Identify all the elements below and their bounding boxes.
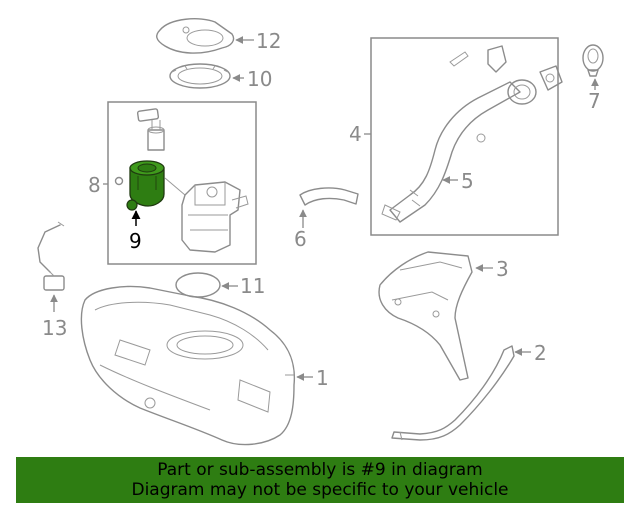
callout-12: 12 [256, 29, 281, 53]
part-11-gasket [175, 272, 221, 298]
part-9-fuel-filter [126, 160, 165, 211]
callout-10: 10 [247, 67, 272, 91]
part-6-hose [299, 187, 359, 206]
part-12-cover-plate [156, 18, 235, 54]
part-3-protector [378, 251, 473, 381]
part-10-retainer-ring [169, 63, 231, 89]
part-5-filler-pipe [381, 45, 563, 223]
part-8-assembly-box [107, 101, 257, 265]
part-7-fuel-cap [582, 44, 604, 77]
callout-11: 11 [240, 274, 265, 298]
callout-5: 5 [461, 169, 474, 193]
callout-8: 8 [88, 173, 101, 197]
callout-7: 7 [588, 89, 601, 113]
parts-diagram: 12 10 8 9 11 [37, 18, 604, 446]
info-banner: Part or sub-assembly is #9 in diagram Di… [16, 457, 624, 503]
part-8-pump-module [114, 108, 249, 253]
part-13-sensor-wire [37, 221, 65, 291]
callout-2: 2 [534, 341, 547, 365]
banner-line-2: Diagram may not be specific to your vehi… [131, 480, 509, 500]
callout-6: 6 [294, 227, 307, 251]
callout-13: 13 [42, 316, 67, 340]
part-2-tank-band [391, 345, 515, 441]
banner-line-1: Part or sub-assembly is #9 in diagram [157, 460, 483, 480]
callout-3: 3 [496, 257, 509, 281]
callout-4: 4 [349, 122, 362, 146]
part-1-fuel-tank [80, 285, 296, 446]
part-4-assembly-box [370, 37, 559, 236]
callout-1: 1 [316, 366, 329, 390]
callout-9: 9 [129, 229, 142, 253]
